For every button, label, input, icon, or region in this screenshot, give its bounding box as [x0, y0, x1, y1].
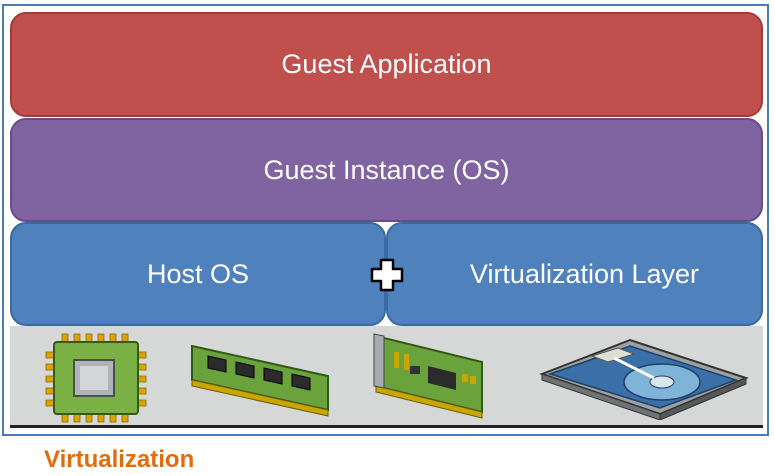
host-os-layer: Host OS: [10, 222, 386, 326]
guest-application-label: Guest Application: [281, 49, 492, 79]
diagram-caption: Virtualization: [44, 446, 195, 473]
memory-module-icon: [191, 344, 329, 417]
virtualization-layer: Virtualization Layer: [386, 222, 763, 326]
hard-drive-icon: [539, 338, 749, 420]
guest-instance-label: Guest Instance (OS): [263, 154, 510, 185]
host-os-label: Host OS: [146, 258, 250, 289]
virtualization-layer-label: Virtualization Layer: [469, 258, 700, 289]
guest-instance-layer: Guest Instance (OS): [10, 118, 763, 222]
network-card-icon: [373, 333, 483, 419]
plus-icon: [370, 258, 404, 292]
guest-application-layer: Guest Application: [10, 12, 763, 117]
hardware-baseline: [10, 425, 763, 428]
cpu-chip-icon: [45, 333, 147, 423]
